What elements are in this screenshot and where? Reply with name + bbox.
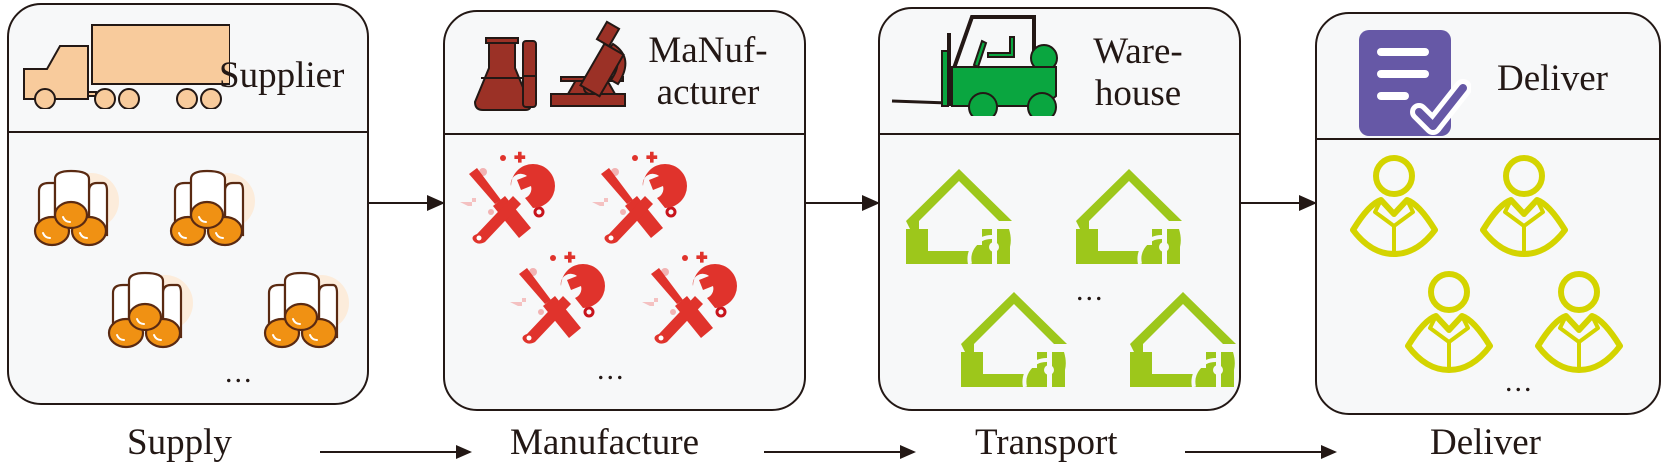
panel-title-line: house: [1094, 73, 1182, 114]
panel-title: MaNuf- acturer: [633, 30, 783, 114]
panel-divider: [1317, 138, 1659, 140]
manufacturer-panel: MaNuf- acturer ...: [443, 10, 806, 411]
person-icon: [1402, 270, 1496, 379]
warehouse-panel: Ware- house ...: [878, 7, 1241, 411]
stage-label-manufacture: Manufacture: [510, 422, 700, 463]
person-icon: [1347, 154, 1441, 263]
truck-icon: [15, 19, 231, 114]
forklift-icon: [886, 11, 1061, 122]
panel-title: Deliver: [1497, 58, 1608, 100]
panel-title-line: Supplier: [219, 55, 345, 96]
wrench-screwdriver-icon: [505, 250, 607, 355]
document-check-icon: [1359, 30, 1472, 143]
logs-bundle-icon: [31, 165, 121, 255]
wrench-screwdriver-icon: [587, 150, 689, 255]
lab-flask-microscope-icon: [473, 16, 633, 121]
arrow-supplier-to-manufacturer: [369, 195, 445, 211]
panel-title-line: acturer: [656, 72, 760, 113]
wrench-screwdriver-icon: [455, 150, 557, 255]
house-icon: [1128, 290, 1238, 392]
house-icon: [904, 167, 1014, 269]
wrench-screwdriver-icon: [637, 250, 739, 355]
panel-title: Supplier: [219, 55, 344, 97]
arrow-manufacturer-to-warehouse: [806, 195, 880, 211]
supplier-panel: Supplier ...: [7, 3, 369, 405]
logs-bundle-icon: [261, 267, 351, 357]
panel-divider: [445, 133, 804, 135]
house-icon: [1074, 167, 1184, 269]
arrow-warehouse-to-deliver: [1241, 195, 1317, 211]
panel-title-line: Ware-: [1093, 31, 1183, 72]
stage-arrow-2: [764, 445, 916, 459]
panel-divider: [880, 133, 1239, 135]
ellipsis: ...: [1076, 274, 1105, 307]
stage-arrow-1: [320, 445, 472, 459]
stage-label-transport: Transport: [975, 422, 1118, 463]
deliver-panel: Deliver ...: [1315, 12, 1661, 415]
person-icon: [1532, 270, 1626, 379]
panel-title: Ware- house: [1078, 31, 1198, 115]
panel-title-line: Deliver: [1497, 58, 1608, 99]
ellipsis: ...: [597, 353, 626, 386]
ellipsis: ...: [225, 356, 254, 389]
panel-divider: [9, 131, 367, 133]
ellipsis: ...: [1505, 365, 1534, 398]
stage-arrow-3: [1185, 445, 1337, 459]
person-icon: [1477, 154, 1571, 263]
stage-label-deliver: Deliver: [1430, 422, 1541, 463]
logs-bundle-icon: [167, 165, 257, 255]
panel-title-line: MaNuf-: [648, 30, 768, 71]
logs-bundle-icon: [105, 267, 195, 357]
stage-label-supply: Supply: [127, 422, 232, 463]
house-icon: [959, 290, 1069, 392]
